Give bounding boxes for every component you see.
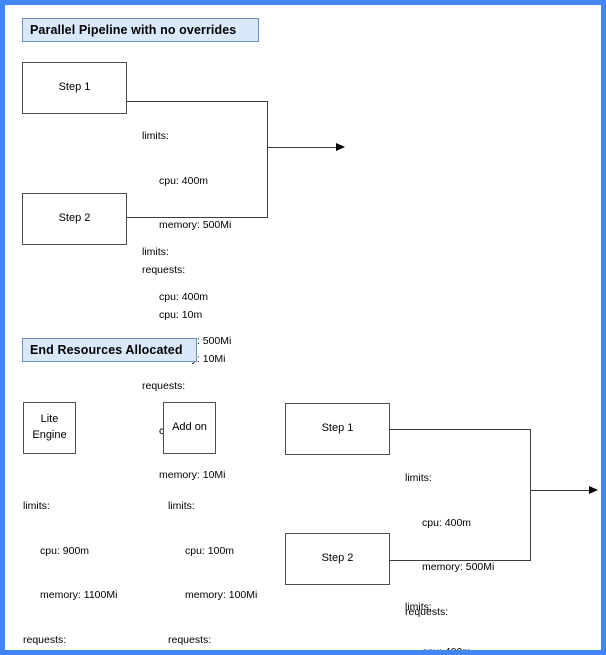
connector-step2-bottom-horizontal [390,560,531,561]
limits-label: limits: [405,600,432,613]
connector-step1-horizontal [127,101,268,102]
limits-label: limits: [142,129,169,142]
resources-step-1-bottom: limits: cpu: 400m memory: 500Mi requests… [405,441,495,651]
node-label: Add on [172,421,207,434]
node-label: Step 1 [58,81,91,94]
requests-cpu: cpu: 10m [405,650,494,651]
resources-add-on: limits: cpu: 100m memory: 100Mi requests… [168,469,258,650]
limits-cpu: cpu: 900m [40,544,90,557]
node-label: Step 1 [321,422,354,435]
connector-output-horizontal-bottom [530,490,590,491]
requests-label: requests: [168,633,212,646]
limits-label: limits: [405,471,432,484]
connector-step2-horizontal [127,217,268,218]
limits-memory: memory: 500Mi [159,219,232,232]
arrow-head-output-bottom [589,485,598,494]
node-lite-engine: Lite Engine [23,402,76,454]
node-step-1-top: Step 1 [22,62,127,114]
requests-label: requests: [23,633,67,646]
node-step-2-top: Step 2 [22,193,127,245]
node-add-on: Add on [163,402,216,454]
requests-label: requests: [142,379,186,392]
node-label: Lite Engine [32,413,67,441]
limits-label: limits: [23,499,50,512]
limits-cpu: cpu: 400m [159,174,209,187]
connector-output-horizontal [267,147,337,148]
limits-cpu: cpu: 400m [159,290,209,303]
requests-label: requests: [405,605,449,618]
resources-step-1-top: limits: cpu: 400m memory: 500Mi requests… [142,99,231,397]
connector-merge-vertical [267,101,268,218]
requests-label: requests: [142,263,186,276]
limits-label: limits: [168,499,195,512]
requests-cpu: cpu: 10m [159,308,203,321]
limits-memory: memory: 100Mi [185,589,258,602]
resources-step-2-bottom: limits: cpu: 400m memory: 500Mi requests… [405,570,494,655]
limits-label: limits: [142,245,169,258]
requests-memory: memory: 10Mi [159,469,226,482]
limits-cpu: cpu: 400m [422,645,472,655]
node-step-2-bottom: Step 2 [285,533,390,585]
connector-step1-bottom-horizontal [390,429,531,430]
limits-memory: memory: 1100Mi [40,589,118,602]
node-label: Step 2 [321,552,354,565]
section-title-end-resources-allocated: End Resources Allocated [22,338,197,362]
arrow-head-output [336,142,345,151]
resources-lite-engine: limits: cpu: 900m memory: 1100Mi request… [23,469,118,650]
connector-merge-vertical-bottom [530,429,531,561]
node-step-1-bottom: Step 1 [285,403,390,455]
limits-cpu: cpu: 400m [422,516,472,529]
limits-cpu: cpu: 100m [185,544,235,557]
limits-memory: memory: 500Mi [422,561,495,574]
node-label: Step 2 [58,212,91,225]
section-title-parallel-pipeline: Parallel Pipeline with no overrides [22,18,259,42]
